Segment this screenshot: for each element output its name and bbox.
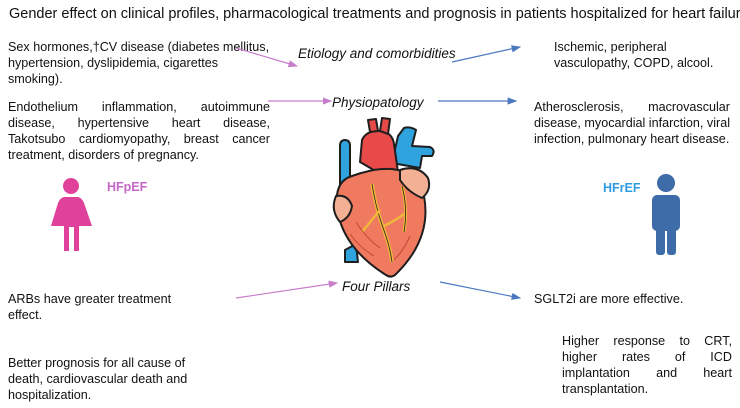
right-prognosis-text: Higher response to CRT, higher rates of … [562, 334, 732, 396]
heart-illustration-icon [332, 117, 435, 278]
arrow-etiology-left [235, 47, 299, 68]
section-etiology-label: Etiology and comorbidities [298, 46, 456, 61]
left-prognosis-text: Better prognosis for all cause of death,… [8, 356, 188, 402]
figure-title: Gender effect on clinical profiles, phar… [9, 6, 740, 22]
hfref-label: HFrEF [603, 181, 641, 195]
section-physiopathology-label: Physiopatology [332, 95, 424, 110]
right-pillars-text: SGLT2i are more effective. [534, 292, 684, 306]
left-etiology-text: Sex hormones,†CV disease (diabetes melli… [8, 40, 270, 86]
arrow-pillars-left [235, 280, 339, 299]
hfpef-label: HFpEF [107, 180, 148, 194]
arrow-etiology-right [451, 45, 522, 63]
right-etiology-text: Ischemic, peripheral vasculopathy, COPD,… [554, 40, 714, 70]
left-pillars-text: ARBs have greater treatment effect. [8, 292, 172, 322]
female-figure-icon [51, 178, 92, 251]
male-figure-icon [652, 174, 680, 255]
right-physiopathology-text: Atherosclerosis, macrovascular disease, … [534, 100, 730, 146]
left-physiopathology-text: Endothelium inflammation, autoimmune dis… [8, 100, 270, 162]
section-pillars-label: Four Pillars [342, 279, 411, 294]
arrow-pillars-right [439, 281, 522, 300]
